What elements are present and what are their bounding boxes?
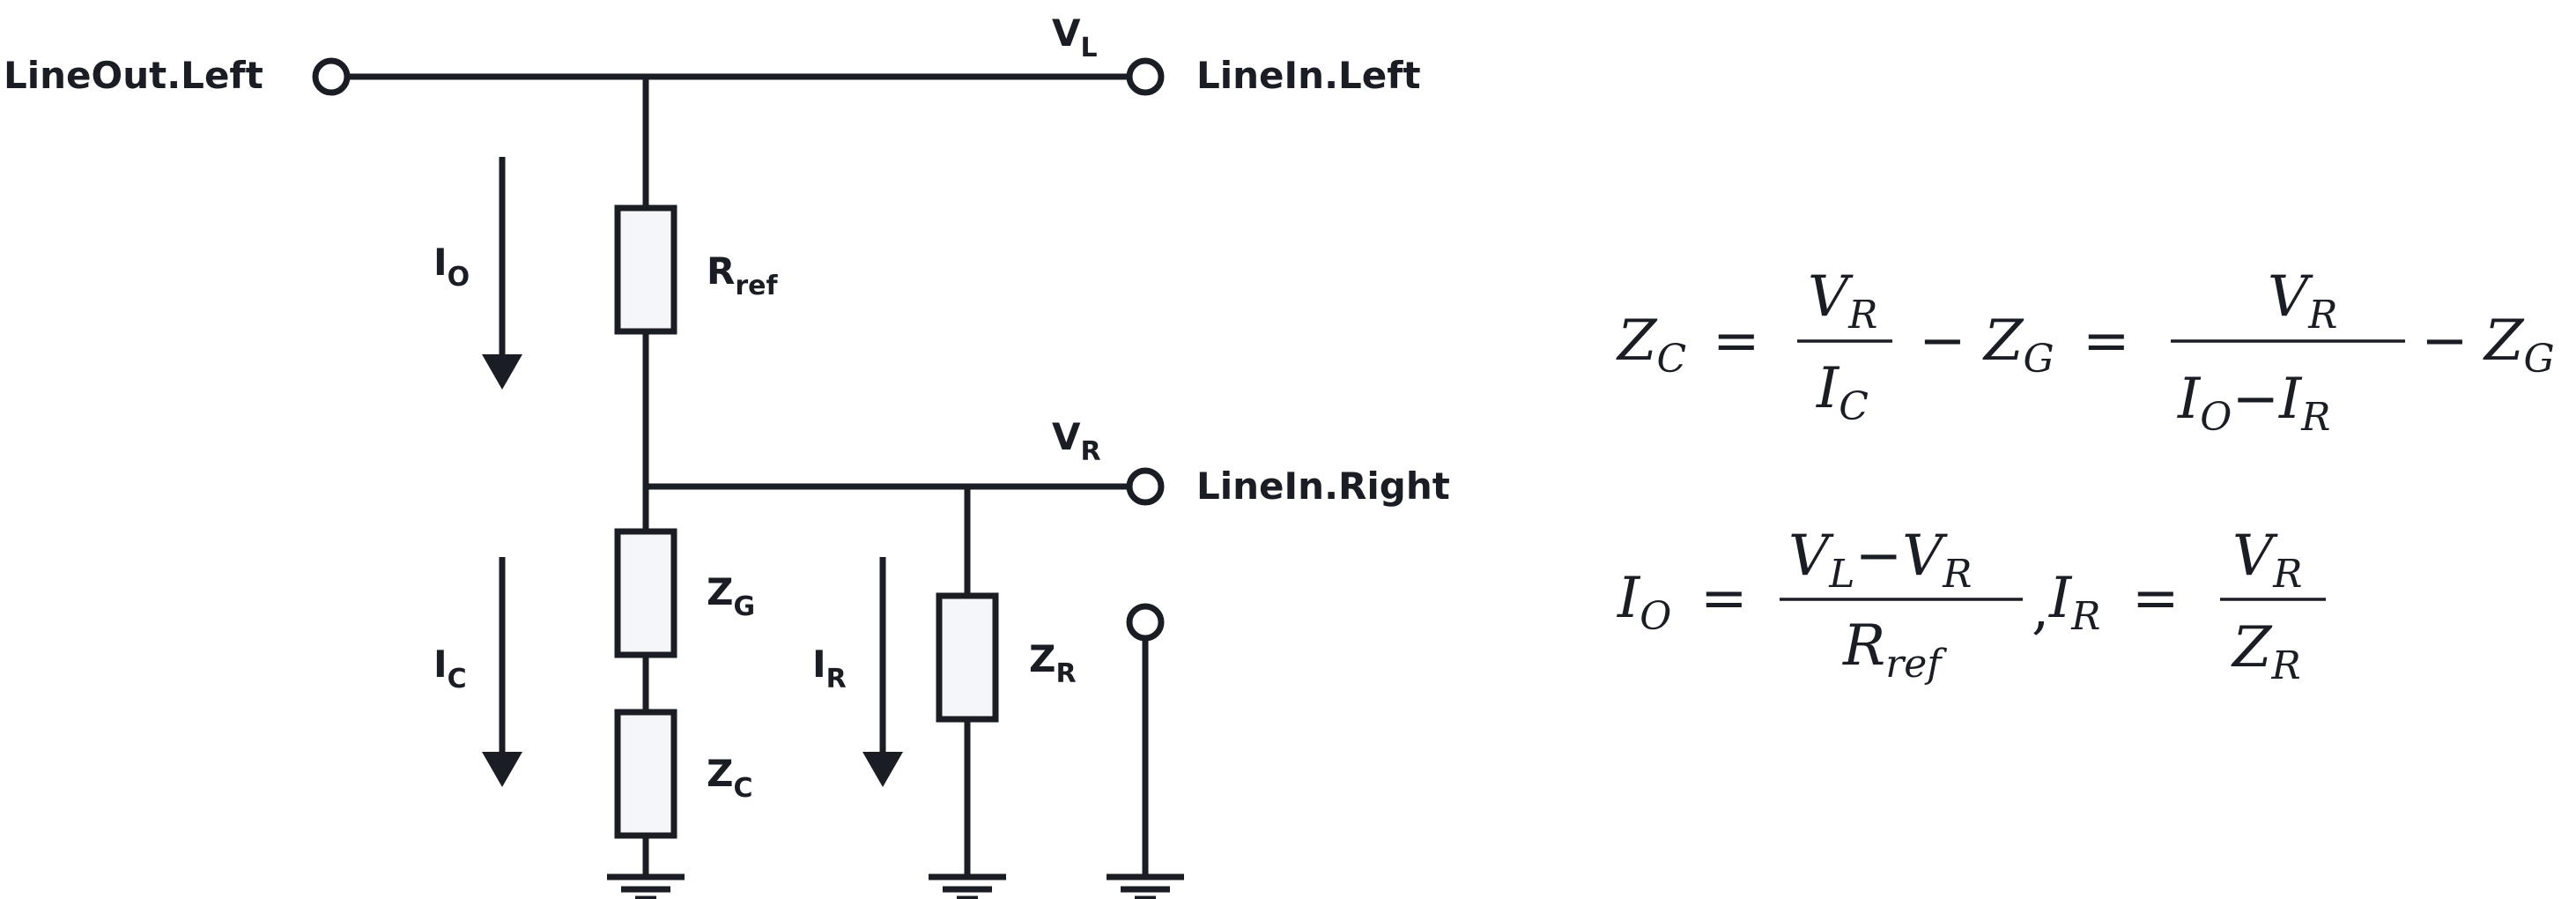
eq1-zg-1: ZG [1982, 308, 2054, 382]
label-zc: ZC [707, 752, 753, 804]
ground-icon [607, 873, 685, 899]
eq2-equals-1: = [1700, 566, 1748, 631]
eq1-frac2-den: IO−IR [2177, 367, 2330, 440]
eq2-frac2-den: ZR [2231, 615, 2301, 688]
eq2-comma: , [2032, 576, 2049, 642]
eq1-frac1-num: VR [1808, 264, 1877, 338]
ground-symbols [607, 873, 1184, 899]
arrow-down-icon [862, 557, 903, 787]
ground-icon [1107, 873, 1184, 899]
eq1-equals-1: = [1713, 308, 1760, 374]
arrow-down-icon [482, 557, 522, 787]
equation-zc: ZC = VR IC − ZG = VR IO−IR − ZG [1616, 264, 2555, 440]
label-linein-right: LineIn.Right [1196, 464, 1450, 508]
eq2-frac1-num: VL−VR [1788, 524, 1972, 597]
label-vr: VR [1052, 415, 1101, 467]
wires [347, 73, 1149, 877]
eq1-zg-2: ZG [2483, 308, 2555, 382]
terminal-linein-right [1126, 467, 1165, 506]
terminals [312, 57, 1165, 642]
arrow-down-icon [482, 157, 522, 390]
label-io: IO [433, 241, 470, 293]
current-arrows [482, 157, 903, 787]
label-ic: IC [433, 643, 467, 695]
components [614, 204, 999, 839]
label-vl: VL [1052, 11, 1098, 63]
terminal-linein-left [1126, 57, 1165, 96]
impedance-zr [936, 592, 999, 723]
eq2-ir: IR [2048, 566, 2100, 639]
component-labels: VL VR Rref IO ZG IC ZC IR ZR [433, 11, 1101, 804]
equation-io-ir: IO = VL−VR Rref , IR = VR ZR [1617, 524, 2326, 688]
label-ir: IR [812, 643, 847, 695]
label-zg: ZG [707, 570, 755, 622]
label-linein-left: LineIn.Left [1196, 54, 1421, 97]
terminal-labels: LineOut.Left LineIn.Left LineIn.Right [4, 54, 1450, 508]
terminal-lineout-left [312, 57, 351, 96]
impedance-zc [614, 709, 677, 839]
label-zr: ZR [1029, 637, 1077, 689]
eq1-minus-1: − [1919, 308, 1966, 374]
eq2-io: IO [1617, 566, 1671, 639]
eq1-minus-2: − [2421, 308, 2469, 374]
label-lineout-left: LineOut.Left [4, 54, 263, 97]
eq2-equals-2: = [2132, 566, 2180, 631]
eq1-frac2-num: VR [2268, 264, 2337, 338]
label-rref: Rref [707, 249, 778, 301]
eq1-frac1-den: IC [1816, 356, 1869, 429]
terminal-open [1126, 603, 1165, 642]
eq1-zc: ZC [1616, 308, 1686, 382]
ground-icon [929, 873, 1006, 899]
eq2-frac1-den: Rref [1842, 613, 1947, 687]
resistor-rref [614, 204, 677, 335]
impedance-zg [614, 528, 677, 658]
eq1-equals-2: = [2083, 308, 2130, 374]
eq2-frac2-num: VR [2232, 524, 2302, 597]
